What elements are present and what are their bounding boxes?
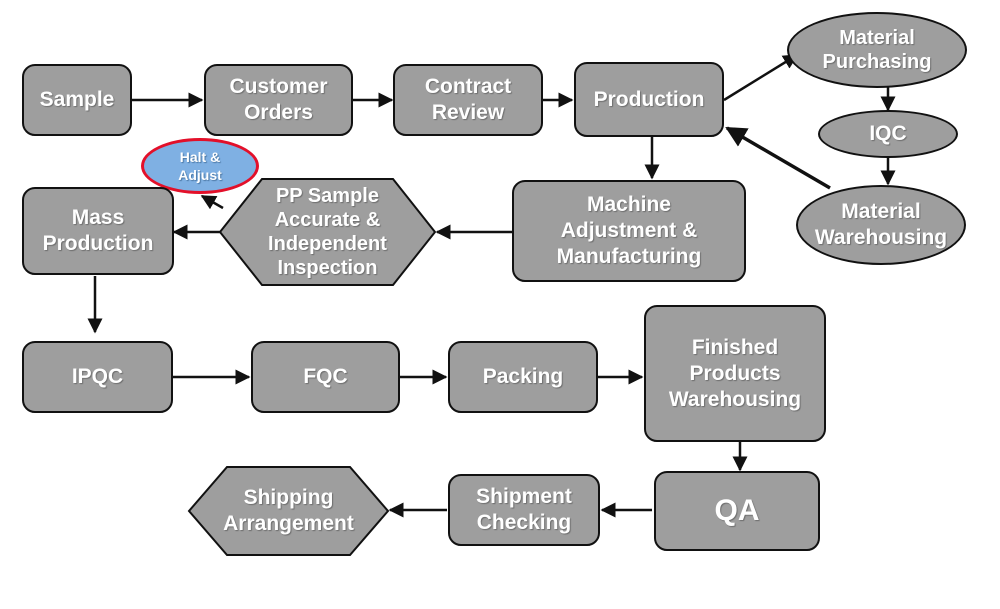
pp-sample-hexagon-shape (218, 178, 437, 286)
fqc-box: FQC (251, 341, 400, 413)
packing-box: Packing (448, 341, 598, 413)
shipping-arrangement-hexagon: Shipping Arrangement (187, 465, 390, 557)
finished-products-box: Finished Products Warehousing (644, 305, 826, 442)
sample-box: Sample (22, 64, 132, 136)
pp-sample-hexagon: PP Sample Accurate & Independent Inspect… (218, 177, 437, 287)
qa-box: QA (654, 471, 820, 551)
shipping-arrangement-hexagon-shape (187, 466, 390, 556)
mass-production-box: Mass Production (22, 187, 174, 275)
material-warehousing-oval: Material Warehousing (796, 185, 966, 265)
production-box: Production (574, 62, 724, 137)
pp-sample-label: PP Sample Accurate & Independent Inspect… (268, 185, 387, 279)
shipping-arrangement-label: Shipping Arrangement (223, 486, 354, 535)
arrow-material-warehousing-to-production (725, 126, 831, 190)
ipqc-box: IPQC (22, 341, 173, 413)
machine-adjustment-box: Machine Adjustment & Manufacturing (512, 180, 746, 282)
shipment-checking-box: Shipment Checking (448, 474, 600, 546)
iqc-oval: IQC (818, 110, 958, 158)
contract-review-box: Contract Review (393, 64, 543, 136)
arrow-production-to-material-purchasing (723, 53, 799, 102)
halt-adjust-oval: Halt & Adjust (141, 138, 259, 194)
customer-orders-box: Customer Orders (204, 64, 353, 136)
material-purchasing-oval: Material Purchasing (787, 12, 967, 88)
